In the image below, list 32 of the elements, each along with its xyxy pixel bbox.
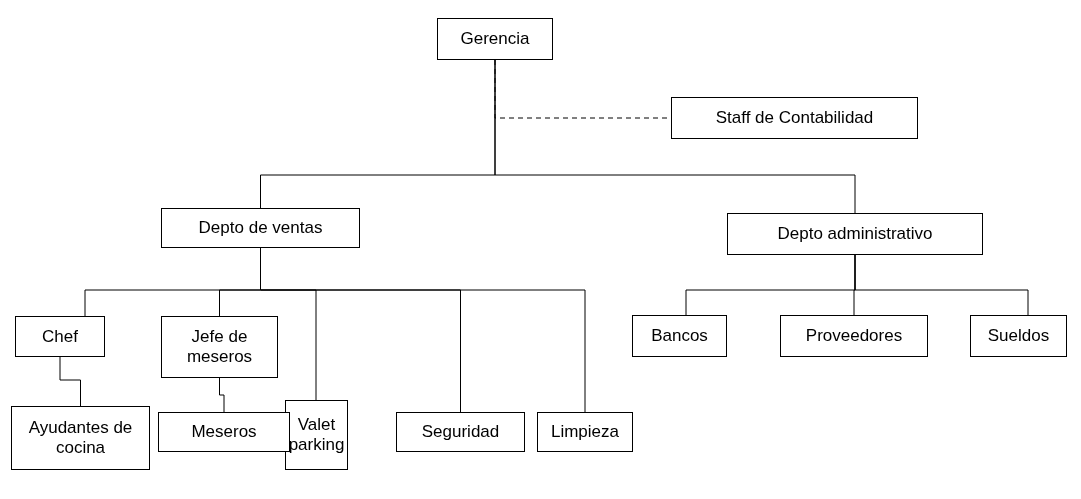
box-label: Depto de ventas <box>198 218 323 238</box>
box-label: Ayudantes de cocina <box>27 418 134 458</box>
org-box <box>15 316 105 357</box>
box-label: Valet parking <box>288 415 345 455</box>
org-box <box>632 315 727 357</box>
org-box <box>727 213 983 255</box>
box-label: Sueldos <box>987 326 1050 346</box>
box-label: Bancos <box>651 326 708 346</box>
box-label: Jefe de meseros <box>185 327 254 367</box>
org-box <box>11 406 150 470</box>
org-box <box>396 412 525 452</box>
box-label: Staff de Contabilidad <box>715 108 874 128</box>
connector-line <box>494 59 856 214</box>
org-box <box>161 316 278 378</box>
connector-line <box>59 356 81 407</box>
org-box <box>780 315 928 357</box>
box-label: Gerencia <box>460 29 530 49</box>
org-box <box>537 412 633 452</box>
org-box <box>158 412 290 452</box>
org-box <box>671 97 918 139</box>
box-label: Seguridad <box>421 422 500 442</box>
org-box <box>970 315 1067 357</box>
org-box <box>161 208 360 248</box>
box-label: Proveedores <box>805 326 903 346</box>
connector-line <box>219 377 225 413</box>
box-label: Meseros <box>191 422 257 442</box>
connector-line <box>854 254 1029 316</box>
box-label: Depto administrativo <box>777 224 933 244</box>
box-label: Limpieza <box>550 422 619 442</box>
org-box <box>285 400 348 470</box>
box-label: Chef <box>42 326 78 347</box>
org-box <box>437 18 553 60</box>
